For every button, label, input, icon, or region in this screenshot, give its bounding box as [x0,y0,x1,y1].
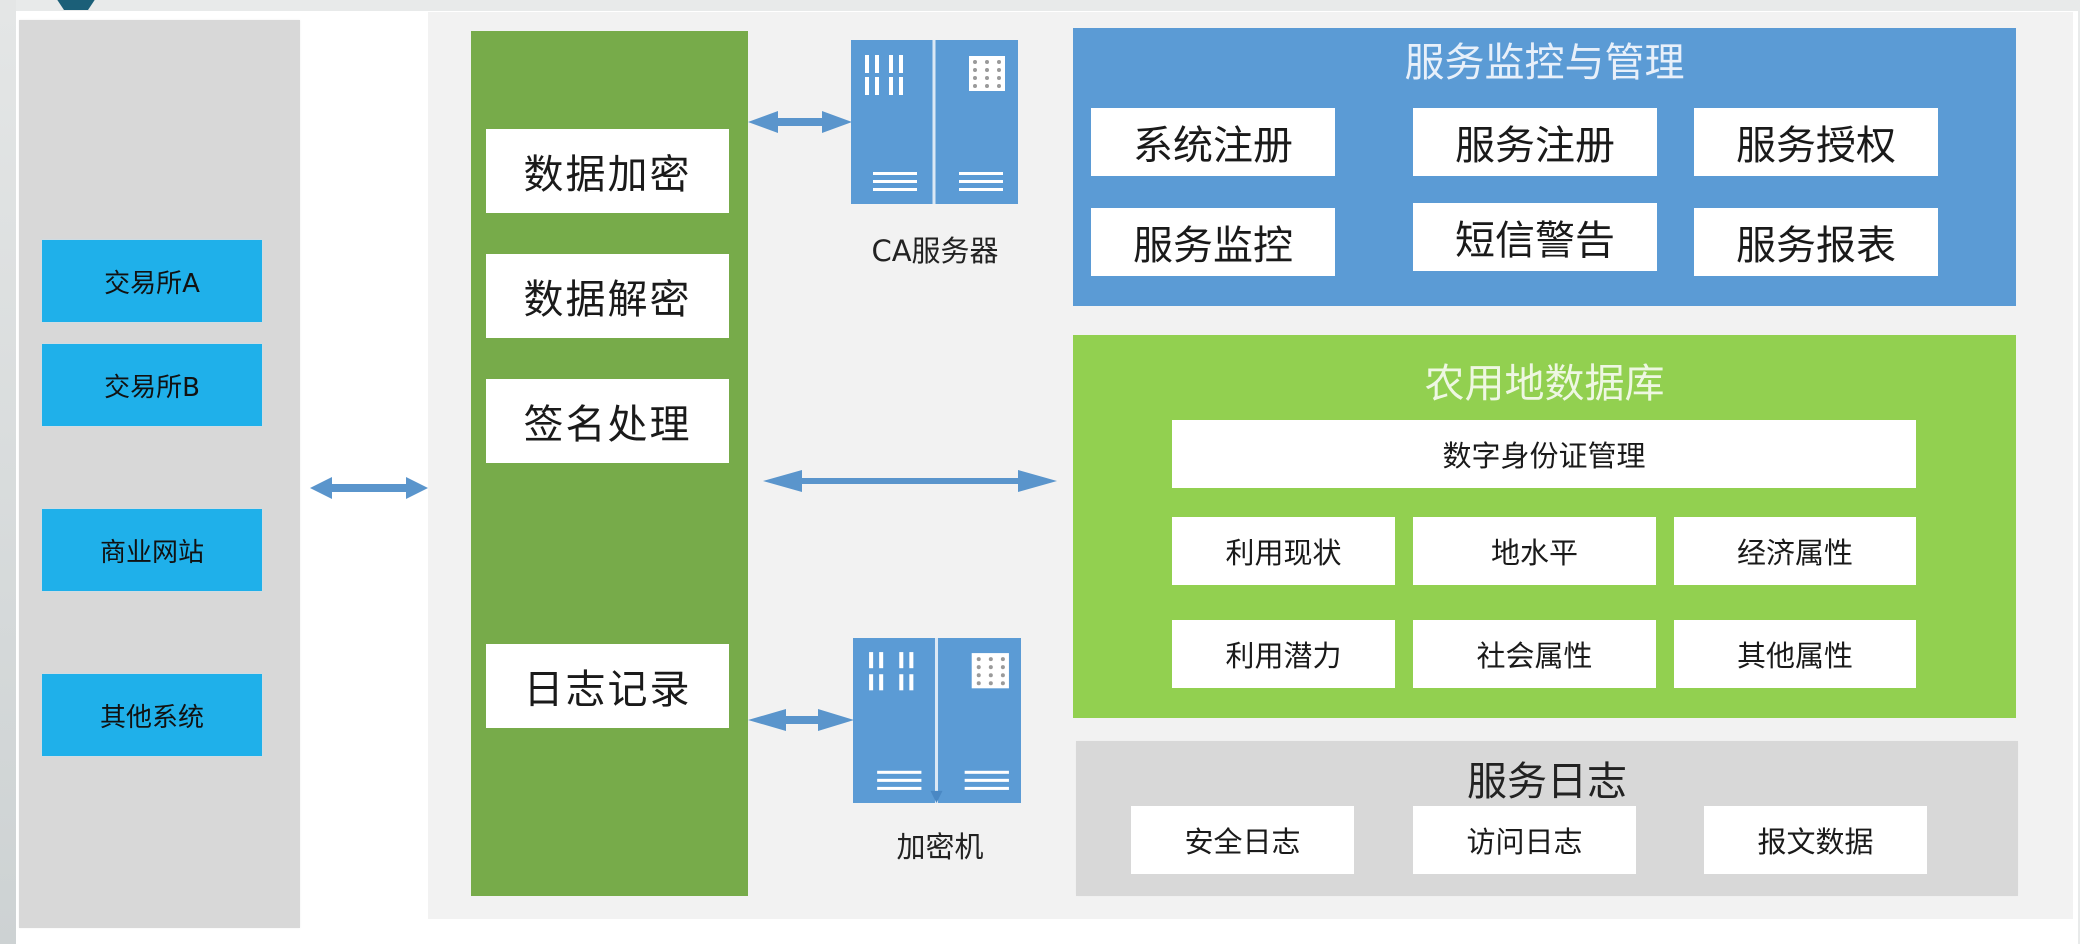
service-management-panel: 服务监控与管理 系统注册 服务注册 服务授权 服务监控 短信警告 服务报表 [1073,28,2016,306]
window-edge [0,0,16,944]
crypto-encryptor-arrow-icon [748,709,854,731]
client-exchange-a: 交易所A [42,240,262,322]
service-report-box: 服务报表 [1694,208,1938,276]
database-panel-title: 农用地数据库 [1424,361,1665,407]
system-registration-box: 系统注册 [1091,108,1335,176]
client-commercial-website: 商业网站 [42,509,262,591]
crypto-ca-arrow-icon [748,111,852,133]
client-other-systems: 其他系统 [42,674,262,756]
access-log-box: 访问日志 [1413,806,1636,874]
service-registration-box: 服务注册 [1413,108,1657,176]
service-log-panel: 服务日志 安全日志 访问日志 报文数据 [1076,741,2018,896]
signature-processing-box: 签名处理 [486,379,729,463]
data-decryption-box: 数据解密 [486,254,729,338]
sms-alert-box: 短信警告 [1413,203,1657,271]
land-level-box: 地水平 [1413,517,1656,585]
client-systems-panel [19,20,300,928]
economic-attributes-box: 经济属性 [1674,517,1916,585]
current-use-box: 利用现状 [1172,517,1395,585]
message-data-box: 报文数据 [1704,806,1927,874]
management-panel-title: 服务监控与管理 [1404,40,1685,86]
service-log-title: 服务日志 [1467,759,1627,805]
security-log-box: 安全日志 [1131,806,1354,874]
data-encryption-box: 数据加密 [486,129,729,213]
log-recording-box: 日志记录 [486,644,729,728]
service-authorization-box: 服务授权 [1694,108,1938,176]
digital-id-management-box: 数字身份证管理 [1172,420,1916,488]
clients-core-arrow-icon [310,477,428,499]
encryptor-label: 加密机 [896,830,984,864]
other-attributes-box: 其他属性 [1674,620,1916,688]
service-monitoring-box: 服务监控 [1091,208,1335,276]
farmland-database-panel: 农用地数据库 数字身份证管理 利用现状 地水平 经济属性 利用潜力 社会属性 其… [1073,335,2016,718]
client-exchange-b: 交易所B [42,344,262,426]
ca-server-label: CA服务器 [871,234,999,268]
crypto-database-arrow-icon [763,470,1057,492]
hexagon-logo-icon [52,0,100,10]
social-attributes-box: 社会属性 [1413,620,1656,688]
ca-server-icon [851,40,1018,204]
encryptor-server-icon [853,638,1021,803]
use-potential-box: 利用潜力 [1172,620,1395,688]
